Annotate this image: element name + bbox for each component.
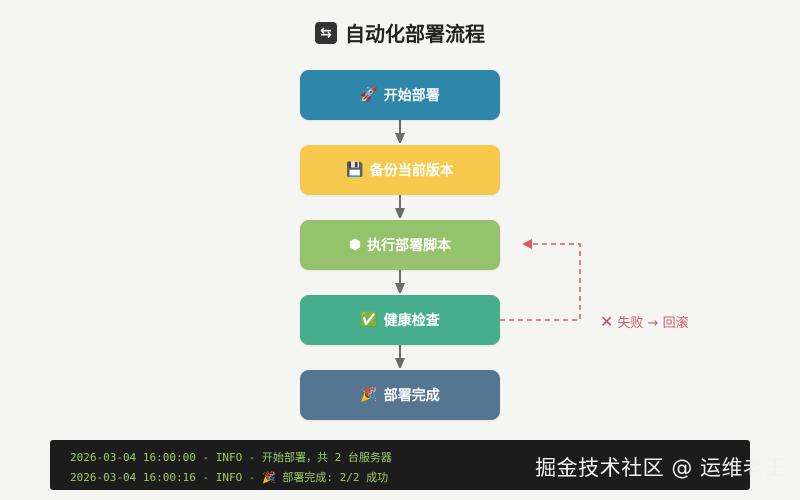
swap-arrows-icon: ⇆ (315, 21, 337, 44)
step-deploy-complete: 🎉 部署完成 (300, 370, 500, 420)
step-label: 开始部署 (383, 88, 440, 104)
step-backup-version: 💾 备份当前版本 (300, 145, 500, 195)
watermark: 掘金技术社区 @ 运维老王 (535, 456, 786, 480)
log-line: 2026-03-04 16:00:16 - INFO - 🎉 部署完成: 2/2… (70, 471, 389, 484)
log-console: 2026-03-04 16:00:00 - INFO - 开始部署，共 2 台服… (50, 440, 750, 490)
page-title-text: 自动化部署流程 (345, 22, 485, 46)
step-label: 部署完成 (383, 388, 440, 404)
rollback-arrow (500, 239, 581, 321)
step-start-deploy: 🚀 开始部署 (300, 70, 500, 120)
hexagon-icon: ⬢ (348, 237, 362, 253)
cross-mark-icon: ✕ (600, 312, 614, 331)
step-label: 备份当前版本 (369, 163, 454, 179)
step-label: 健康检查 (383, 313, 440, 329)
step-health-check: ✅ 健康检查 (300, 295, 500, 345)
log-line: 2026-03-04 16:00:00 - INFO - 开始部署，共 2 台服… (70, 451, 392, 464)
rollback-text: 失败 → 回滚 (617, 316, 689, 331)
step-run-deploy-script: ⬢ 执行部署脚本 (300, 220, 500, 270)
rocket-icon: 🚀 (360, 87, 378, 103)
rollback-label: ✕ 失败 → 回滚 (600, 312, 689, 331)
party-popper-icon: 🎉 (360, 387, 378, 403)
step-label: 执行部署脚本 (367, 238, 452, 254)
check-box-icon: ✅ (360, 312, 378, 328)
page-title: ⇆ 自动化部署流程 (0, 18, 800, 47)
save-disk-icon: 💾 (346, 162, 364, 178)
